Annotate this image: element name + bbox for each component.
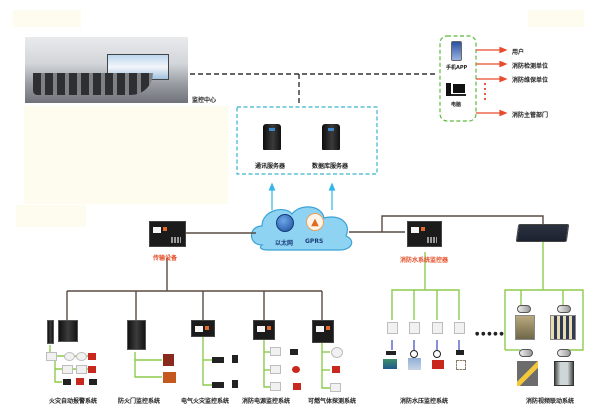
pressure-sensor-1 (386, 351, 396, 355)
comm-server-icon (263, 124, 281, 150)
recipient-user: 用户 (512, 49, 525, 56)
background-block (24, 106, 228, 204)
hydrant-button (88, 366, 96, 373)
pressure-module-1 (387, 322, 398, 334)
alarm-button (88, 353, 96, 360)
sound-light-alarm (76, 378, 84, 385)
gas-detection-panel (312, 320, 334, 343)
sensor-wires (391, 340, 460, 350)
temperature-sensor (232, 355, 238, 363)
power-unit-1 (290, 349, 298, 355)
input-module (62, 365, 73, 374)
recipient-maintenance-unit: 消防维保单位 (512, 77, 549, 84)
smoke-detector (64, 352, 75, 361)
sprinkler-image (456, 360, 466, 370)
building-image (408, 358, 421, 370)
recipient-arrows (476, 46, 508, 117)
recipient-inspection-unit: 消防检测单位 (512, 63, 549, 70)
subsystem-label-water-pressure: 消防水压监控系统 (400, 398, 449, 405)
monitoring-center-label: 监控中心 (192, 97, 217, 104)
power-unit-3 (293, 383, 301, 390)
gas-valve (330, 383, 341, 392)
more-systems-ellipsis: ● ● ● ● ● (475, 331, 504, 337)
subsystem-label-fire-alarm: 火灾自动报警系统 (49, 398, 98, 405)
cloud-shape (250, 206, 353, 251)
background-block (528, 10, 584, 27)
background-block (16, 205, 86, 227)
pressure-module-3 (432, 322, 443, 334)
pressure-sensor-2 (410, 350, 418, 358)
camera-icon-2 (557, 305, 571, 313)
power-sensor-2 (270, 365, 281, 374)
camera-icon-1 (517, 305, 531, 313)
pressure-valve (456, 350, 464, 355)
water-monitor-label: 消防水系统监控器 (400, 257, 449, 264)
repeater-panel (89, 379, 97, 385)
current-transformer (212, 357, 224, 363)
red-dots (483, 82, 487, 101)
ethernet-label: 以太网 (275, 240, 294, 247)
output-module (76, 365, 87, 374)
subsystem-label-fire-power: 消防电源监控系统 (242, 398, 291, 405)
pump-image (432, 360, 444, 369)
water-tank-image (383, 359, 397, 369)
phone-app-label: 手机APP (446, 65, 468, 71)
green-wires (49, 242, 584, 389)
db-server-label: 数据库服务器 (312, 163, 349, 170)
pressure-module-4 (454, 322, 465, 334)
fire-alarm-module (46, 352, 57, 361)
camera-icon-3 (519, 349, 533, 357)
pressure-module-2 (409, 322, 420, 334)
subsystem-label-gas-detection: 可燃气体探测系统 (308, 398, 357, 405)
fire-door-pair-image (163, 372, 176, 383)
water-monitor-device (407, 221, 442, 247)
console-desks (33, 73, 153, 95)
gateway-links (66, 215, 544, 320)
comm-server-label: 通讯服务器 (255, 163, 286, 170)
recipient-authority: 消防主管部门 (512, 112, 549, 119)
ethernet-globe-icon (276, 214, 294, 232)
fire-door-image (163, 354, 174, 366)
heat-detector (76, 352, 87, 361)
power-sensor-1 (270, 347, 281, 356)
network-switch-icon (515, 224, 570, 242)
temperature-sensor-2 (232, 380, 238, 388)
fire-alarm-cabinet (47, 320, 54, 344)
upload-arrows (268, 182, 336, 210)
monitoring-center-image (25, 37, 188, 103)
camera-icon-4 (557, 349, 571, 357)
gprs-label: GPRS (305, 238, 324, 245)
power-sensor-3 (270, 382, 281, 391)
gprs-antenna-icon: ▲ (306, 213, 324, 231)
phone-icon (451, 41, 462, 61)
transmission-device-label: 传输设备 (153, 255, 178, 262)
computer-icon (446, 83, 466, 96)
electrical-fire-panel (191, 320, 215, 337)
parking-lot-image (517, 361, 538, 386)
power-unit-2 (292, 366, 300, 373)
subsystem-label-electrical-fire: 电气火灾监控系统 (181, 398, 230, 405)
gas-detector (331, 347, 343, 358)
control-room-image (515, 315, 535, 340)
power-monitor-panel (253, 320, 275, 340)
display-panel (63, 379, 71, 385)
door-image (554, 361, 574, 386)
subsystem-label-fire-door: 防火门监控系统 (118, 398, 161, 405)
db-server-icon (322, 124, 340, 150)
transmission-device (149, 221, 186, 247)
gas-alarm (332, 366, 340, 373)
background-block (13, 10, 81, 27)
fire-door-cabinet (127, 320, 146, 350)
computer-label: 电脑 (451, 102, 462, 108)
server-group-box (236, 106, 378, 175)
fire-alarm-console (58, 320, 78, 342)
subsystem-label-video-linkage: 消防视频联动系统 (526, 398, 575, 405)
pressure-sensor-3 (433, 350, 441, 358)
distribution-panel-image (550, 315, 576, 340)
current-transformer-2 (212, 382, 224, 388)
